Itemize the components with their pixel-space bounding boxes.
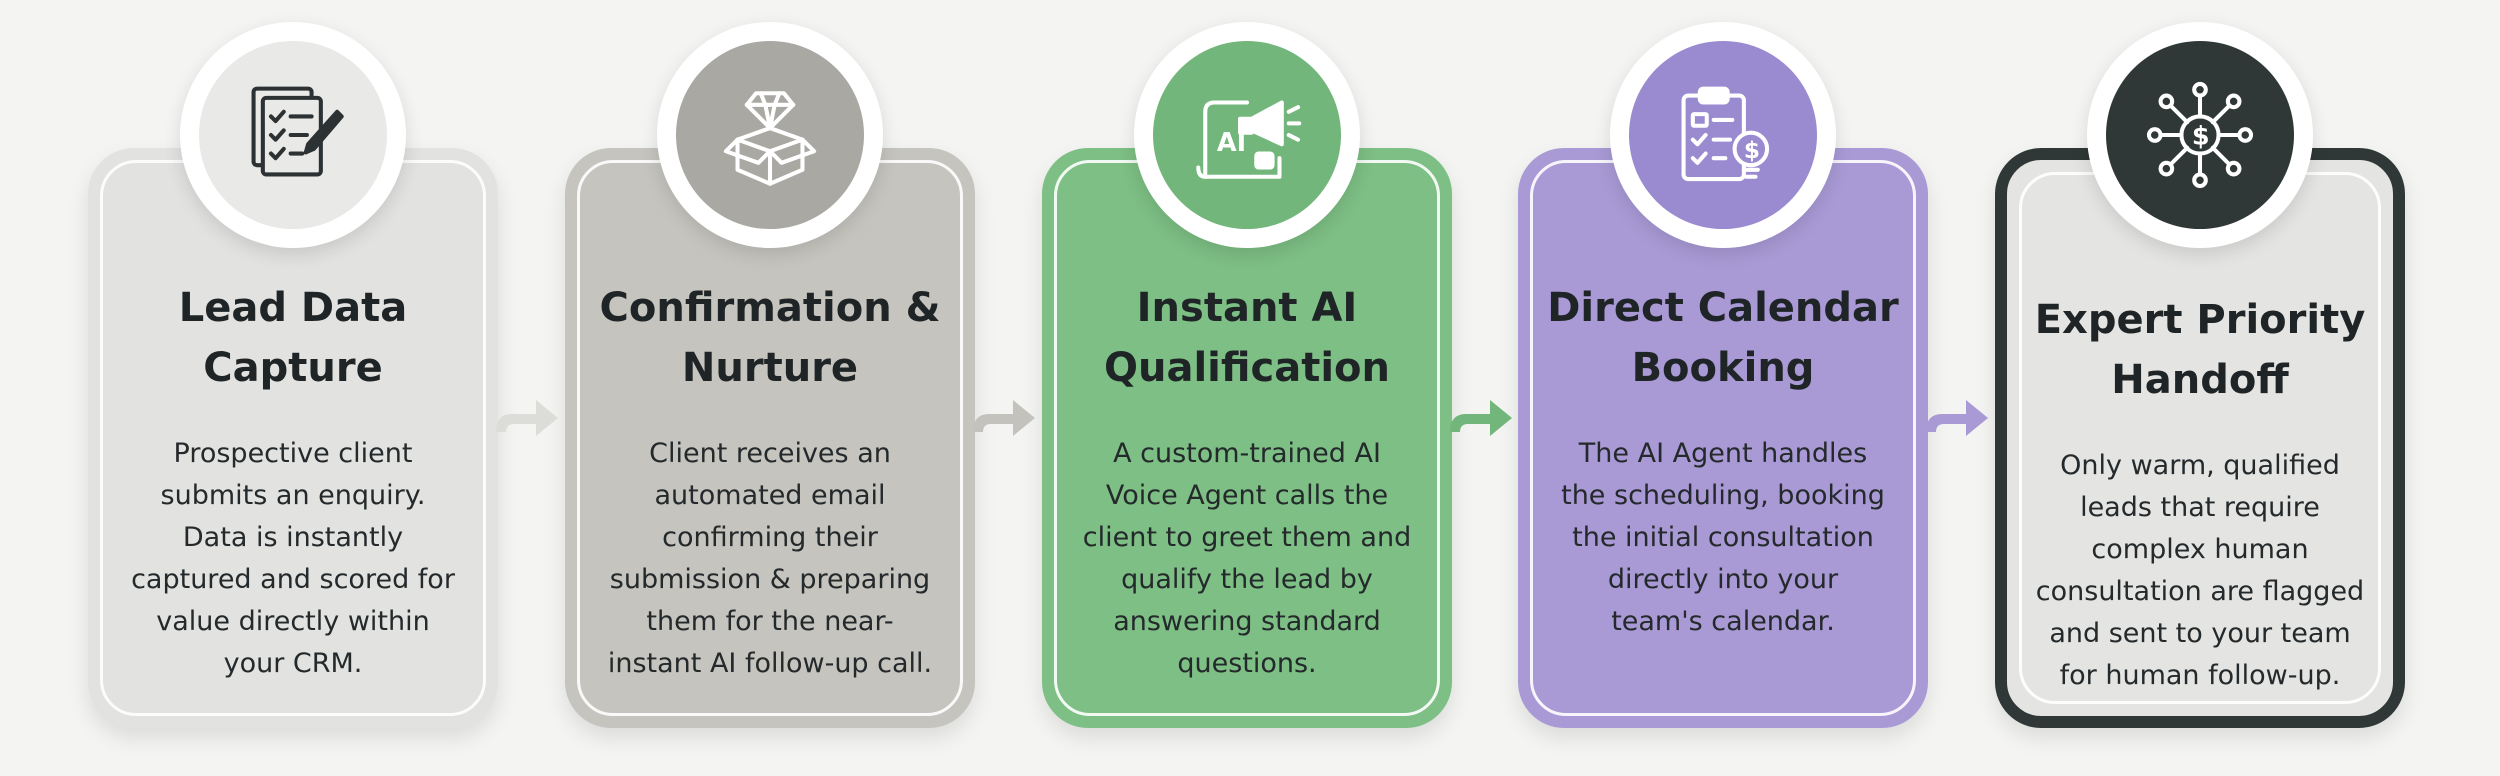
- arrow-right-icon: [1926, 400, 1988, 436]
- svg-text:$: $: [2192, 121, 2210, 151]
- desc-line: team's calendar.: [1611, 606, 1835, 637]
- step-card-expert-priority-handoff: Expert Priority Handoff Only warm, quali…: [1995, 148, 2405, 728]
- clipboard-dollar-icon: $: [1629, 41, 1817, 229]
- desc-line: client to greet them and: [1082, 522, 1412, 553]
- ai-megaphone-icon: AI: [1153, 41, 1341, 229]
- desc-line: Data is instantly: [182, 522, 404, 553]
- desc-line: answering standard: [1113, 606, 1381, 637]
- dollar-network-icon: $: [2106, 41, 2294, 229]
- desc-line: submits an enquiry.: [160, 480, 426, 511]
- arrow-right-icon: [496, 400, 558, 436]
- desc-line: The AI Agent handles: [1578, 438, 1868, 469]
- checklist-pen-icon: [199, 41, 387, 229]
- desc-line: Voice Agent calls the: [1105, 480, 1389, 511]
- desc-line: consultation are flagged: [2035, 576, 2365, 607]
- arrow-right-icon: [1450, 400, 1512, 436]
- step-title-line: Capture: [203, 345, 383, 391]
- step-icon-circle: [657, 22, 883, 248]
- step-title: Confirmation & Nurture: [565, 278, 975, 398]
- desc-line: Only warm, qualified: [2060, 450, 2340, 481]
- desc-line: automated email: [654, 480, 886, 511]
- step-title-line: Handoff: [2111, 357, 2289, 403]
- desc-line: qualify the lead by: [1121, 564, 1373, 595]
- step-description: Only warm, qualified leads that require …: [2029, 445, 2371, 697]
- desc-line: A custom-trained AI: [1113, 438, 1381, 469]
- step-description: Client receives an automated email confi…: [587, 433, 953, 685]
- desc-line: questions.: [1177, 648, 1317, 679]
- step-icon-circle: $: [2087, 22, 2313, 248]
- desc-line: the scheduling, booking: [1561, 480, 1885, 511]
- step-title-line: Direct Calendar: [1547, 285, 1899, 331]
- step-title-line: Instant AI: [1136, 285, 1358, 331]
- desc-line: value directly within: [156, 606, 430, 637]
- desc-line: the initial consultation: [1572, 522, 1874, 553]
- step-title: Instant AI Qualification: [1042, 278, 1452, 398]
- svg-text:$: $: [1744, 137, 1760, 164]
- step-title-line: Confirmation &: [599, 285, 941, 331]
- step-title-line: Lead Data: [178, 285, 408, 331]
- step-icon-circle: AI: [1134, 22, 1360, 248]
- step-description: The AI Agent handles the scheduling, boo…: [1540, 433, 1906, 643]
- step-title: Lead Data Capture: [88, 278, 498, 398]
- desc-line: your CRM.: [223, 648, 363, 679]
- desc-line: directly into your: [1607, 564, 1839, 595]
- desc-line: Client receives an: [649, 438, 891, 469]
- step-title-line: Nurture: [681, 345, 859, 391]
- step-title: Expert Priority Handoff: [2007, 290, 2393, 410]
- desc-line: Prospective client: [173, 438, 413, 469]
- desc-line: leads that require: [2080, 492, 2320, 523]
- step-icon-circle: [180, 22, 406, 248]
- step-description: Prospective client submits an enquiry. D…: [110, 433, 476, 685]
- desc-line: complex human: [2091, 534, 2309, 565]
- arrow-right-icon: [973, 400, 1035, 436]
- desc-line: for human follow-up.: [2059, 660, 2341, 691]
- step-title-line: Qualification: [1103, 345, 1391, 391]
- step-title-line: Booking: [1631, 345, 1815, 391]
- desc-line: captured and scored for: [131, 564, 455, 595]
- gift-box-diamond-icon: [676, 41, 864, 229]
- step-icon-circle: $: [1610, 22, 1836, 248]
- step-title-line: Expert Priority: [2034, 297, 2366, 343]
- desc-line: submission & preparing: [609, 564, 931, 595]
- desc-line: and sent to your team: [2049, 618, 2351, 649]
- desc-line: them for the near-: [646, 606, 894, 637]
- desc-line: instant AI follow-up call.: [607, 648, 933, 679]
- desc-line: confirming their: [662, 522, 878, 553]
- step-title: Direct Calendar Booking: [1518, 278, 1928, 398]
- step-description: A custom-trained AI Voice Agent calls th…: [1064, 433, 1430, 685]
